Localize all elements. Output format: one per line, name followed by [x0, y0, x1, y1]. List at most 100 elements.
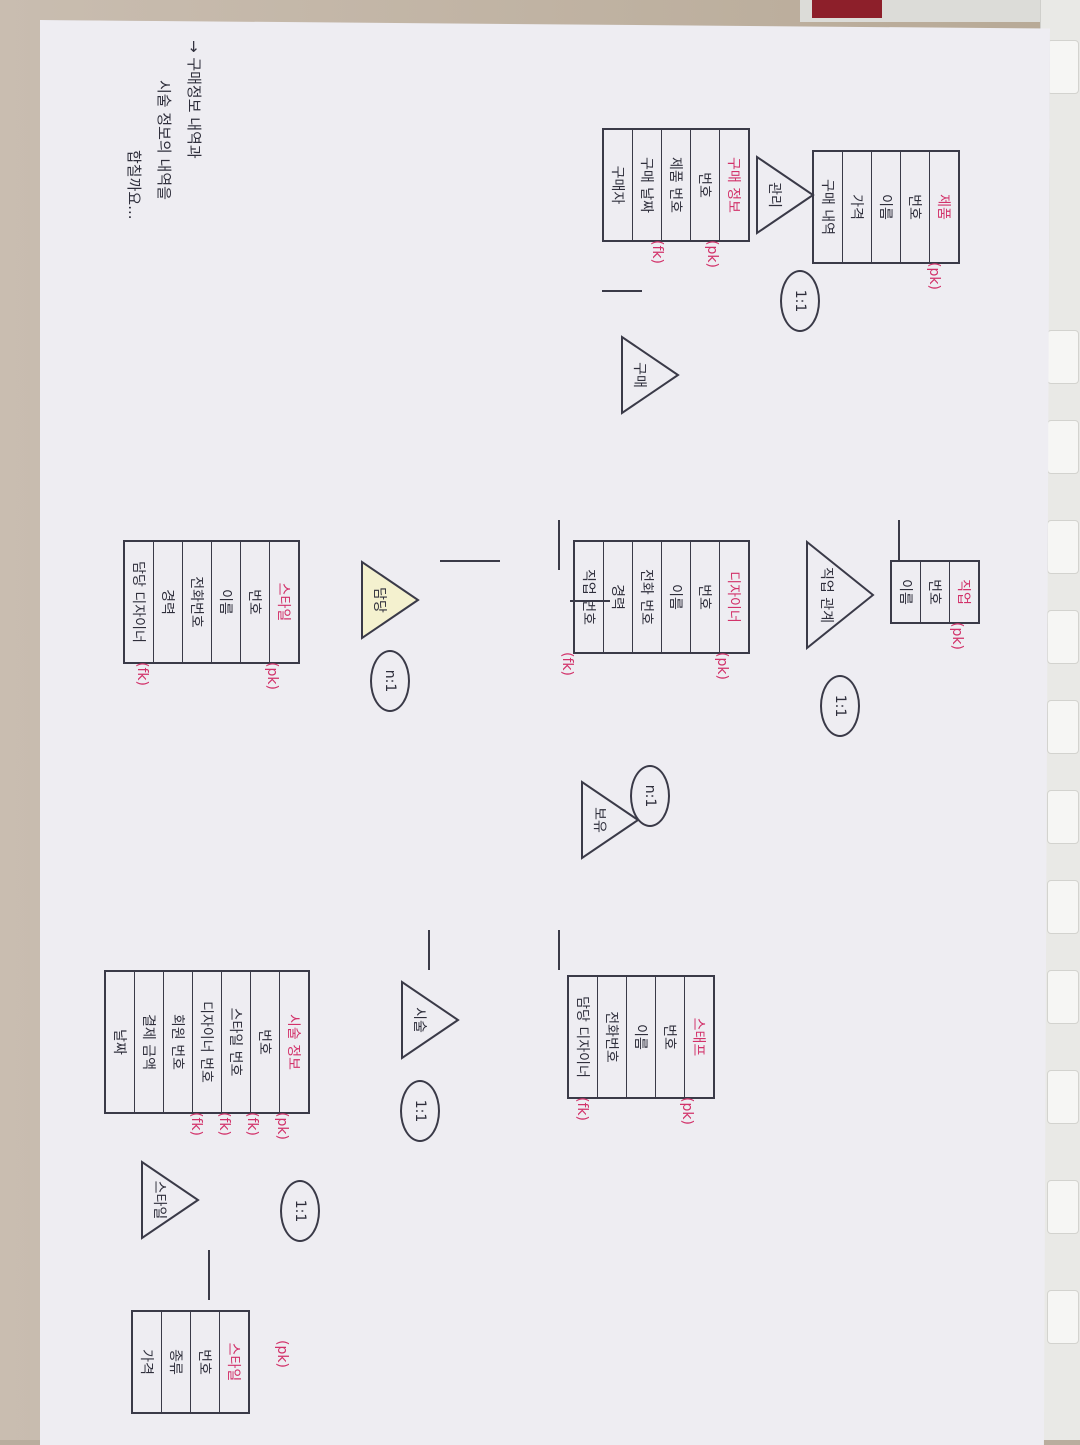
fk-note: (fk)	[244, 1112, 260, 1136]
relation-triangle	[401, 980, 460, 1060]
entity-treatment-info: 시술 정보 번호 스타일 번호 디자이너 번호 회원 번호 결제 금액 날짜	[104, 970, 310, 1114]
relation-treatment: 시술	[400, 980, 460, 1060]
pk-note: (pk)	[926, 262, 942, 290]
keyboard-key	[1047, 1180, 1079, 1234]
entity-field: 이름	[871, 152, 900, 262]
entity-field: 경력	[603, 542, 632, 652]
relation-own: 보유	[580, 780, 640, 860]
entity-field: 디자이너 번호	[192, 972, 221, 1112]
relation-label: 보유	[591, 807, 607, 833]
cardinality-badge: 1:1	[780, 270, 820, 332]
entity-field: 경력	[153, 542, 182, 662]
entity-field: 구매 내역	[819, 179, 835, 235]
entity-field: 이름	[626, 977, 655, 1097]
relation-label: 시술	[411, 1007, 427, 1033]
cardinality-badge: n:1	[630, 765, 670, 827]
connector-line	[898, 520, 900, 560]
relation-triangle	[141, 1160, 200, 1240]
entity-field: 담당 디자이너	[130, 561, 146, 643]
fk-note: (fk)	[559, 652, 575, 676]
entity-title: 시술 정보	[279, 972, 308, 1112]
relation-job: 직업 관계	[805, 539, 875, 651]
relation-manage: 관리	[755, 155, 815, 235]
connector-line	[558, 930, 560, 970]
fk-note: (fk)	[216, 1112, 232, 1136]
pk-note: (pk)	[274, 1112, 290, 1140]
pk-note: (pk)	[714, 652, 730, 680]
entity-field: 이름	[897, 579, 913, 605]
connector-line	[570, 600, 610, 602]
relation-triangle	[756, 155, 815, 235]
keyboard-key	[1047, 520, 1079, 574]
paper-sheet	[40, 20, 1050, 1445]
relation-style: 스타일	[140, 1160, 200, 1240]
cardinality-badge: n:1	[370, 650, 410, 712]
fk-note: (fk)	[188, 1112, 204, 1136]
pk-note: (pk)	[949, 622, 965, 650]
entity-stylist: 스타일 번호 이름 전화번호 경력 담당 디자이너	[123, 540, 300, 664]
relation-charge: 담당	[360, 560, 420, 640]
entity-field: 번호	[250, 972, 279, 1112]
cardinality-badge: 1:1	[400, 1080, 440, 1142]
pk-note: (pk)	[264, 662, 280, 690]
entity-field: 결제 금액	[134, 972, 163, 1112]
note-line: → 구매정보 내역과	[185, 40, 203, 159]
red-label	[812, 0, 882, 18]
entity-field: 전화번호	[597, 977, 626, 1097]
cardinality-badge: 1:1	[820, 675, 860, 737]
fk-note: (fk)	[649, 240, 665, 264]
entity-title: 스타일	[269, 542, 298, 662]
keyboard-key	[1047, 700, 1079, 754]
connector-line	[602, 290, 642, 292]
relation-label: 직업 관계	[818, 567, 834, 623]
entity-field: 번호	[900, 152, 929, 262]
entity-title: 스타일	[219, 1312, 248, 1412]
entity-title: 스태프	[684, 977, 713, 1097]
entity-field: 가격	[138, 1349, 154, 1375]
entity-field: 날짜	[111, 1029, 127, 1055]
entity-field: 구매자	[609, 165, 625, 205]
entity-field: 구매 날짜	[632, 130, 661, 240]
relation-purchase: 구매	[620, 335, 680, 415]
pk-note: (pk)	[274, 1340, 290, 1368]
entity-field: 스타일 번호	[221, 972, 250, 1112]
pk-note: (pk)	[704, 240, 720, 268]
entity-designer: 디자이너 번호 이름 전화 번호 경력 직업 번호	[573, 540, 750, 654]
relation-triangle	[621, 335, 680, 415]
pk-note: (pk)	[679, 1097, 695, 1125]
entity-field: 이름	[661, 542, 690, 652]
connector-line	[428, 930, 430, 970]
entity-field: 번호	[920, 562, 949, 622]
relation-label: 담당	[371, 587, 387, 613]
relation-label: 관리	[766, 182, 782, 208]
keyboard-key	[1047, 970, 1079, 1024]
relation-label: 스타일	[151, 1180, 167, 1220]
entity-field: 전화 번호	[632, 542, 661, 652]
entity-staff: 스태프 번호 이름 전화번호 담당 디자이너	[567, 975, 715, 1099]
note-line: 합칠까요...	[125, 150, 143, 220]
entity-field: 번호	[690, 542, 719, 652]
entity-field: 직업 번호	[580, 569, 596, 625]
cardinality-badge: 1:1	[280, 1180, 320, 1242]
entity-style: 스타일 번호 종류 가격	[131, 1310, 250, 1414]
entity-field: 번호	[690, 130, 719, 240]
keyboard-key	[1047, 1070, 1079, 1124]
entity-field: 담당 디자이너	[574, 996, 590, 1078]
relation-triangle	[806, 539, 875, 651]
entity-field: 이름	[211, 542, 240, 662]
entity-field: 전화번호	[182, 542, 211, 662]
relation-label: 구매	[631, 362, 647, 388]
fk-note: (fk)	[574, 1097, 590, 1121]
entity-title: 제품	[929, 152, 958, 262]
entity-field: 가격	[842, 152, 871, 262]
connector-line	[558, 520, 560, 570]
note-line: 시술 정보의 내역을	[155, 80, 173, 200]
entity-field: 번호	[655, 977, 684, 1097]
keyboard-key	[1047, 610, 1079, 664]
entity-title: 직업	[949, 562, 978, 622]
entity-field: 제품 번호	[661, 130, 690, 240]
entity-product: 제품 번호 이름 가격 구매 내역	[812, 150, 960, 264]
keyboard-key	[1047, 1290, 1079, 1344]
entity-purchase-info: 구매 정보 번호 제품 번호 구매 날짜 구매자	[602, 128, 750, 242]
